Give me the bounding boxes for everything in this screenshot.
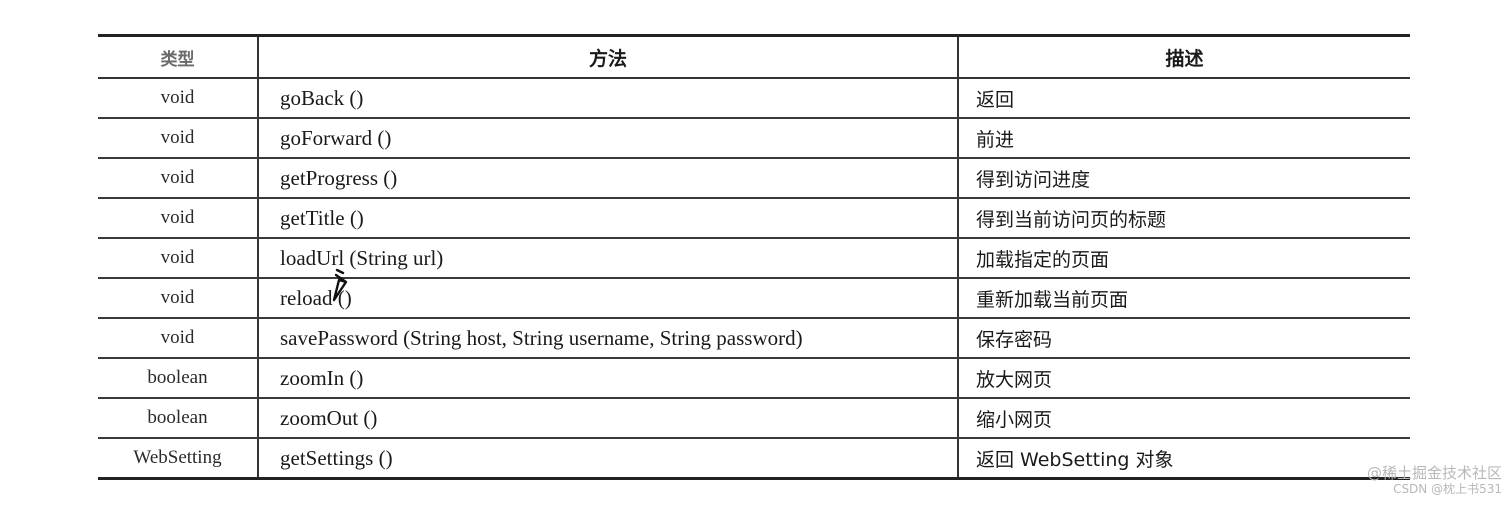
table-row: void savePassword (String host, String u… (98, 318, 1410, 359)
description-cell: 返回 (957, 78, 1410, 119)
method-cell: zoomIn () (257, 358, 958, 399)
table-row: void goForward () 前进 (98, 118, 1410, 159)
type-cell: void (98, 278, 258, 319)
method-cell: savePassword (String host, String userna… (257, 318, 958, 359)
method-cell: zoomOut () (257, 398, 958, 439)
method-cell: reload () (257, 278, 958, 319)
pen-mark-icon (332, 268, 348, 302)
description-cell: 得到访问进度 (957, 158, 1410, 199)
type-cell: void (98, 318, 258, 359)
method-cell: goForward () (257, 118, 958, 159)
description-cell: 得到当前访问页的标题 (957, 198, 1410, 239)
header-type: 类型 (98, 34, 258, 79)
description-cell: 放大网页 (957, 358, 1410, 399)
description-cell: 返回 WebSetting 对象 (957, 438, 1410, 480)
method-cell: getSettings () (257, 438, 958, 480)
table-row: void reload () 重新加载当前页面 (98, 278, 1410, 319)
type-cell: WebSetting (98, 438, 258, 480)
description-cell: 前进 (957, 118, 1410, 159)
table-row: boolean zoomIn () 放大网页 (98, 358, 1410, 399)
table-row: void loadUrl (String url) 加载指定的页面 (98, 238, 1410, 279)
table-row: WebSetting getSettings () 返回 WebSetting … (98, 438, 1410, 480)
watermark-line-1: @稀土掘金技术社区 (1366, 464, 1502, 482)
type-cell: void (98, 158, 258, 199)
type-cell: void (98, 238, 258, 279)
api-methods-table: 类型 方法 描述 void goBack () 返回 void goForwar… (98, 34, 1410, 480)
type-cell: void (98, 118, 258, 159)
type-cell: void (98, 198, 258, 239)
type-cell: boolean (98, 358, 258, 399)
description-cell: 重新加载当前页面 (957, 278, 1410, 319)
watermark-line-2: CSDN @枕上书531 (1393, 482, 1502, 496)
method-cell: goBack () (257, 78, 958, 119)
header-method: 方法 (257, 34, 958, 79)
method-cell: loadUrl (String url) (257, 238, 958, 279)
watermark: @稀土掘金技术社区 CSDN @枕上书531 (1367, 465, 1502, 497)
method-cell: getProgress () (257, 158, 958, 199)
method-cell: getTitle () (257, 198, 958, 239)
table-header-row: 类型 方法 描述 (98, 34, 1410, 79)
table-row: void goBack () 返回 (98, 78, 1410, 119)
description-cell: 缩小网页 (957, 398, 1410, 439)
description-cell: 保存密码 (957, 318, 1410, 359)
description-cell: 加载指定的页面 (957, 238, 1410, 279)
header-description: 描述 (957, 34, 1410, 79)
type-cell: void (98, 78, 258, 119)
type-cell: boolean (98, 398, 258, 439)
table-row: boolean zoomOut () 缩小网页 (98, 398, 1410, 439)
table-row: void getTitle () 得到当前访问页的标题 (98, 198, 1410, 239)
table-row: void getProgress () 得到访问进度 (98, 158, 1410, 199)
